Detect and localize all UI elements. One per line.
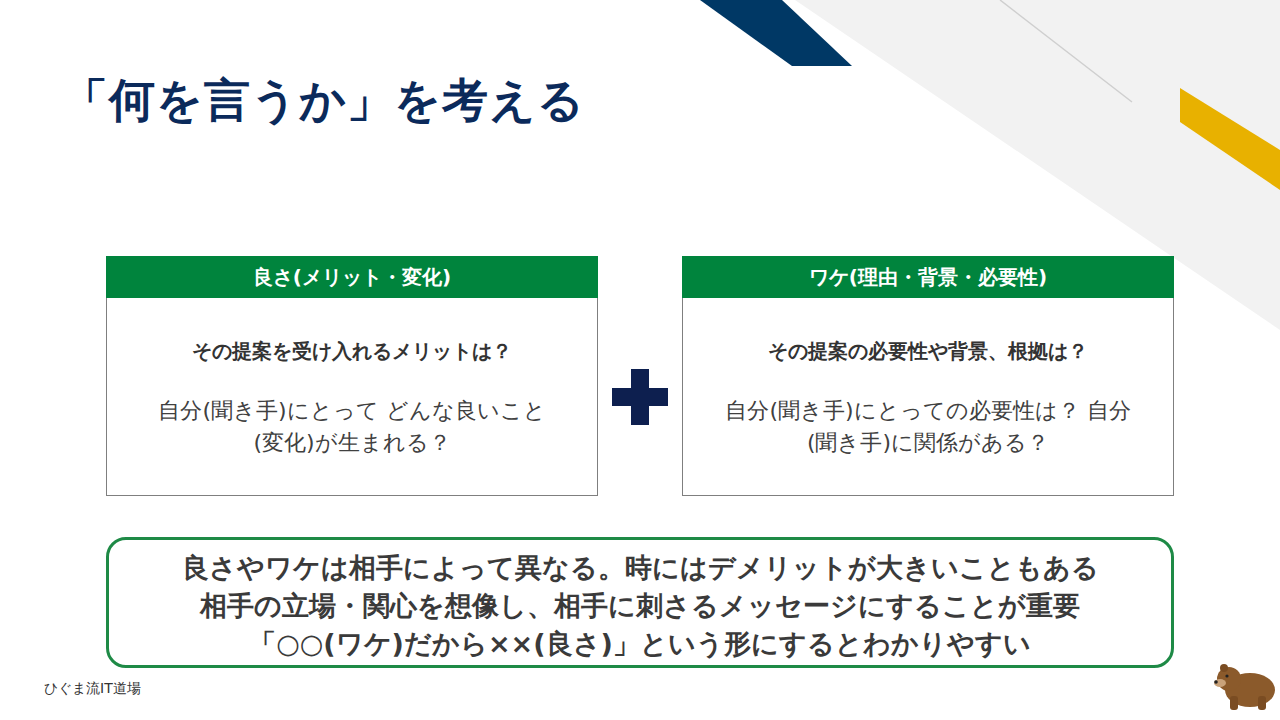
- slide-title: 「何を言うか」を考える: [62, 70, 585, 132]
- plus-bar: [631, 369, 649, 425]
- key-point-box: 良さやワケは相手によって異なる。時にはデメリットが大きいこともある相手の立場・関…: [106, 537, 1174, 668]
- yellow-stripe: [1180, 88, 1280, 190]
- box-body: 自分(聞き手)にとって どんな良いこと(変化)が生まれる？: [107, 395, 597, 459]
- bear-snout: [1214, 679, 1226, 687]
- box-question: その提案を受け入れるメリットは？: [107, 338, 597, 365]
- bear-eye: [1225, 674, 1228, 677]
- bear-illustration: [1214, 664, 1275, 710]
- bear-leg: [1230, 696, 1238, 710]
- box-question: その提案の必要性や背景、根拠は？: [683, 338, 1173, 365]
- key-point-line: 相手の立場・関心を想像し、相手に刺さるメッセージにすることが重要: [109, 587, 1171, 625]
- bear-head: [1217, 667, 1241, 691]
- merit-box: 良さ(メリット・変化) その提案を受け入れるメリットは？ 自分(聞き手)にとって ど…: [106, 256, 598, 496]
- navy-stripe: [700, 0, 852, 66]
- key-point-line: 良さやワケは相手によって異なる。時にはデメリットが大きいこともある: [109, 549, 1171, 587]
- box-heading: ワケ(理由・背景・必要性): [682, 256, 1174, 298]
- bear-nose: [1214, 680, 1218, 684]
- bear-leg: [1258, 696, 1266, 710]
- plus-symbol: [612, 369, 668, 425]
- thin-stripe: [1000, 0, 1132, 102]
- key-point-line: 「○○(ワケ)だから××(良さ)」という形にするとわかりやすい: [109, 625, 1171, 663]
- box-heading: 良さ(メリット・変化): [106, 256, 598, 298]
- bear-ear: [1220, 664, 1228, 672]
- box-body: 自分(聞き手)にとっての必要性は？ 自分(聞き手)に関係がある？: [683, 395, 1173, 459]
- footer-brand: ひぐま流IT道場: [44, 680, 141, 698]
- reason-box: ワケ(理由・背景・必要性) その提案の必要性や背景、根拠は？ 自分(聞き手)にとって…: [682, 256, 1174, 496]
